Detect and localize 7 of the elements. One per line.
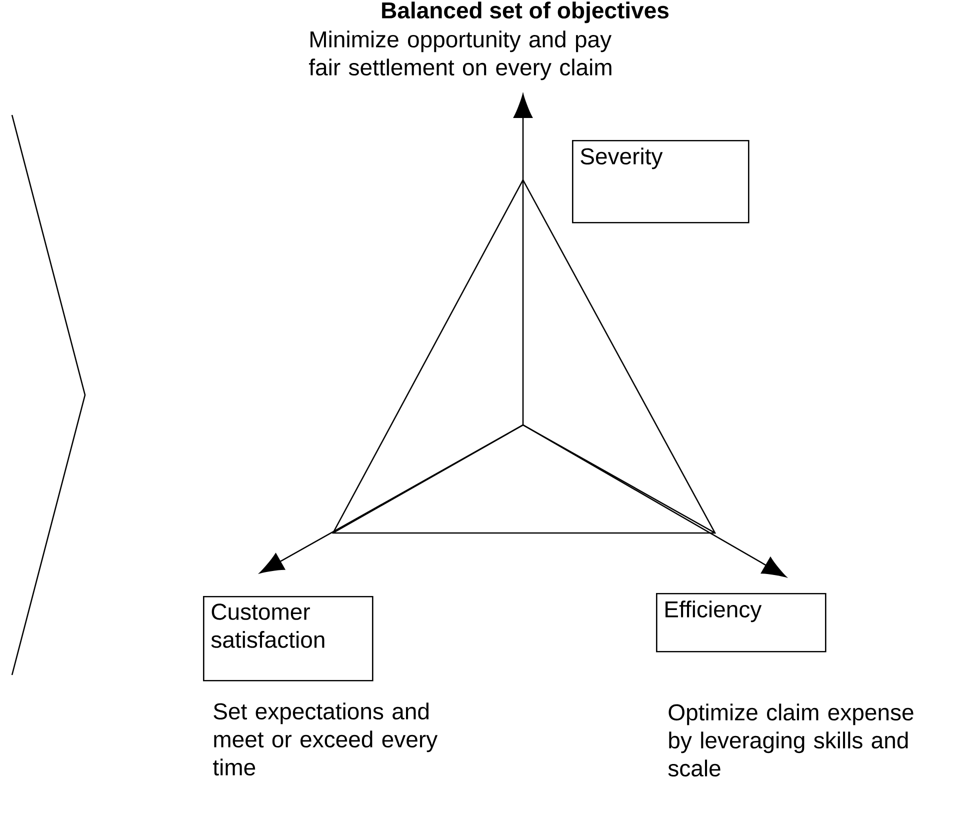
- title: Balanced set of objectives: [382, 2, 668, 24]
- label-box: Severity: [572, 140, 750, 224]
- description-text: Minimize opportunity and pay fair settlement on every claim: [308, 30, 612, 80]
- label-box: Customer satisfaction: [203, 596, 374, 682]
- label-box: Efficiency: [656, 593, 826, 652]
- description-text: Optimize claim expense by leveraging skills and scale: [668, 704, 914, 777]
- description-text: Set expectations and meet or exceed every time: [213, 702, 438, 776]
